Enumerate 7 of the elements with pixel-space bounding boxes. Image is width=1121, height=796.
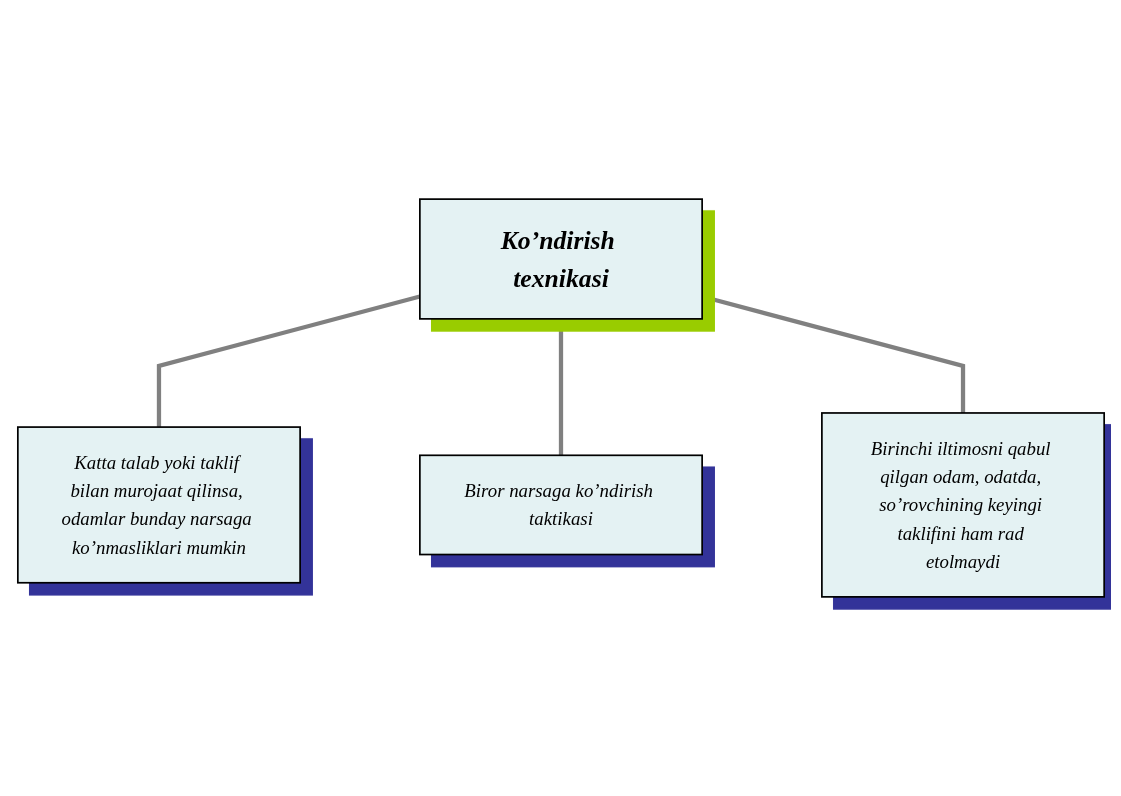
connector — [701, 294, 965, 413]
node-box: Biror narsaga ko’ndirish taktikasi — [418, 454, 703, 556]
connector — [558, 318, 563, 456]
node-box: Katta talab yoki taklif bilan murojaat qilinsa, odamlar bunday narsaga ko’nmasliklari mumkin — [16, 426, 301, 584]
connector — [156, 294, 420, 428]
node-box: Birinchi iltimosni qabul qilgan odam, odatda, so’rovchining keyingi taklifini ham rad etolmaydi — [820, 412, 1105, 598]
node-box: Ko’ndirish texnikasi — [418, 198, 703, 320]
